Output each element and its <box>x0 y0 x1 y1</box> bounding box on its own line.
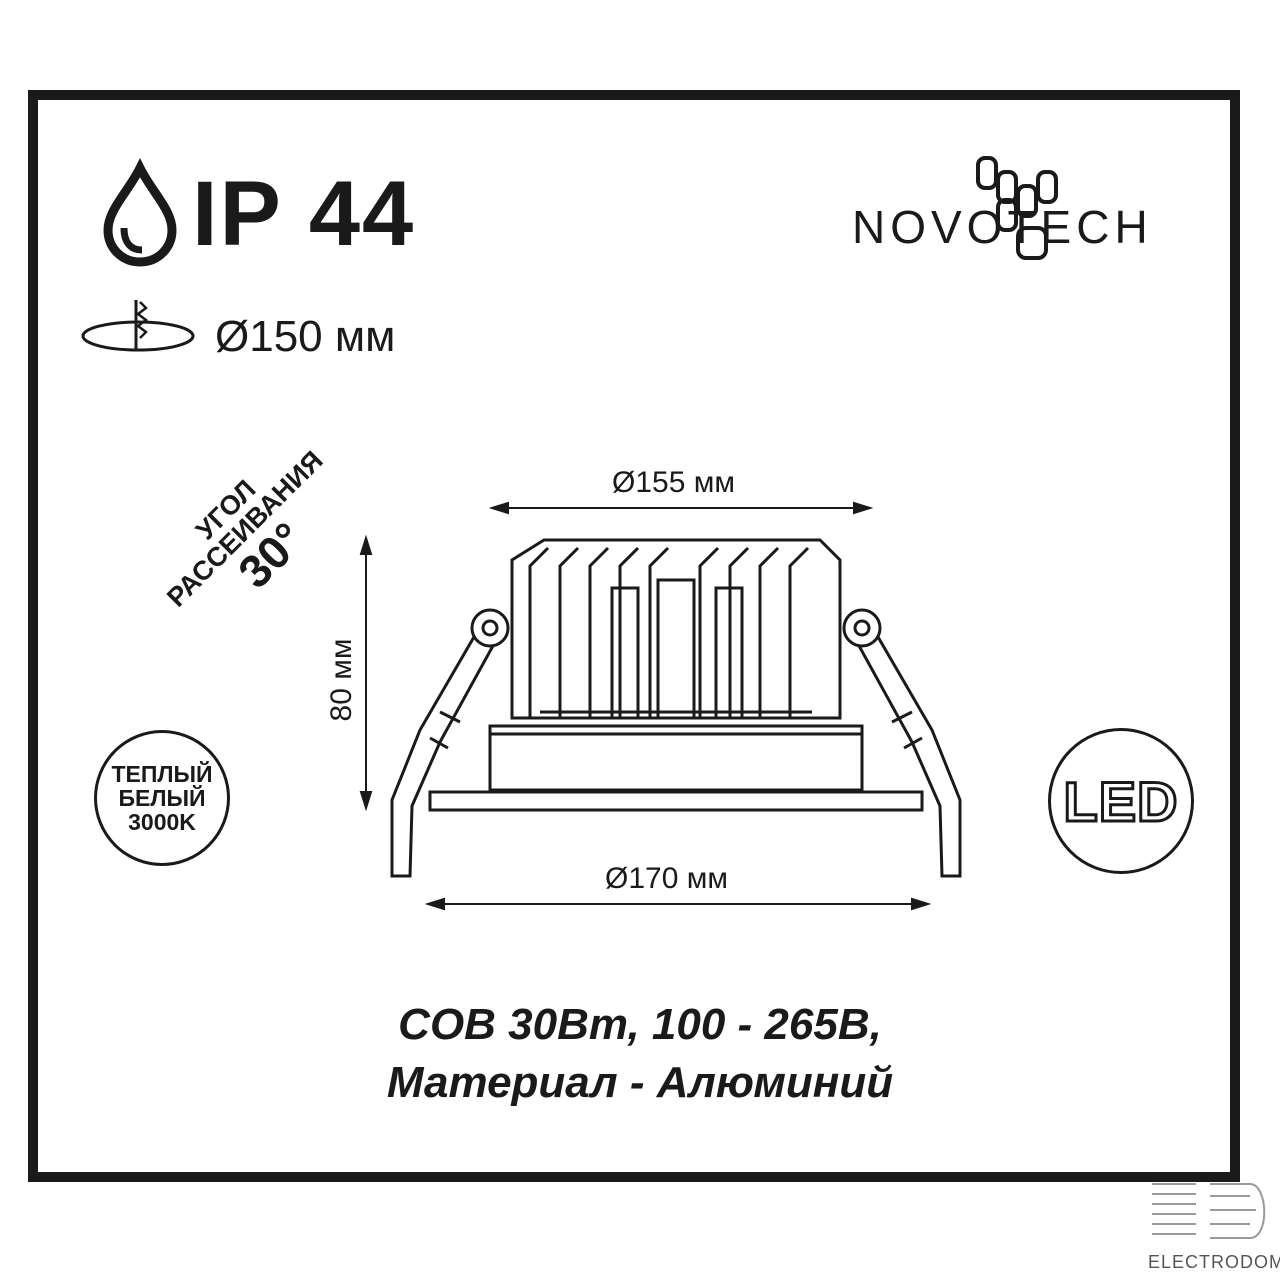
water-drop-icon <box>103 157 177 267</box>
brand-logo-icon <box>976 156 1058 260</box>
spec-power-voltage: COB 30Вт, 100 - 265В, <box>398 1000 882 1049</box>
color-temp-badge: ТЕПЛЫЙ БЕЛЫЙ 3000K <box>94 730 230 866</box>
led-badge: LED <box>1048 728 1194 874</box>
color-temp-line2: БЕЛЫЙ <box>118 784 206 811</box>
watermark-text: ELECTRODOM <box>1148 1252 1280 1272</box>
dimension-arrow-height <box>359 534 373 812</box>
cutout-diameter: Ø150 мм <box>215 312 396 361</box>
ip-rating: IP 44 <box>192 163 416 265</box>
spec-material: Материал - Алюминий <box>386 1058 894 1107</box>
dimension-arrow-top <box>488 501 874 515</box>
height-label: 80 мм <box>325 638 358 722</box>
diagram-frame <box>28 90 1240 1182</box>
top-diameter-label: Ø155 мм <box>612 466 735 499</box>
watermark-logo-icon <box>1152 1183 1266 1239</box>
led-badge-text: LED <box>1062 768 1179 834</box>
dimension-arrow-bottom <box>424 897 932 911</box>
cutout-hole-icon <box>81 300 195 352</box>
brand-name: NOVOTECH <box>852 201 1153 253</box>
color-temp-line3: 3000K <box>128 809 196 836</box>
bottom-diameter-label: Ø170 мм <box>605 862 728 895</box>
color-temp-line1: ТЕПЛЫЙ <box>111 760 213 787</box>
downlight-drawing <box>390 538 962 878</box>
